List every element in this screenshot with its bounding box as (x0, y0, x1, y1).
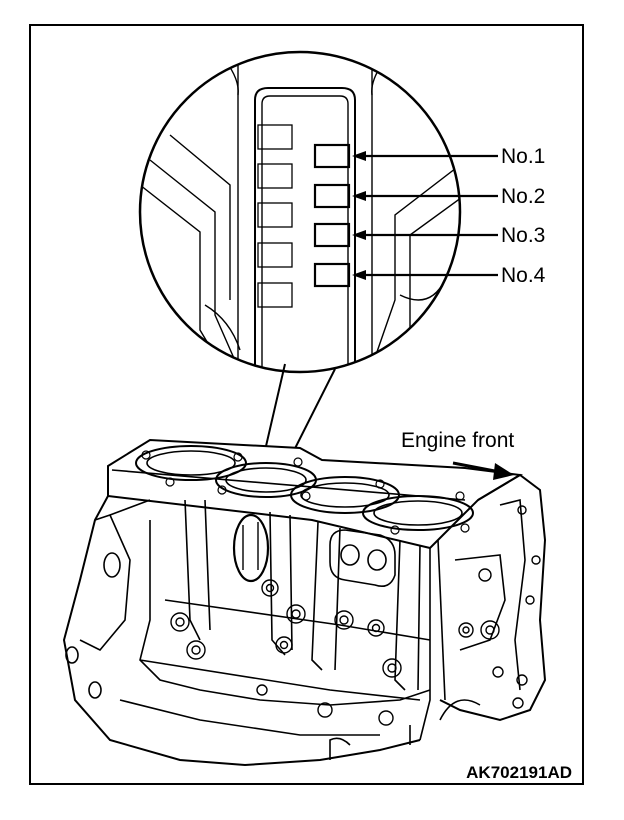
figure-code: AK702191AD (466, 763, 572, 782)
mark-box-no3 (313, 222, 351, 248)
engine-block (62, 438, 547, 767)
mark-box-no2 (313, 183, 351, 209)
mark-boxes-reference (257, 124, 293, 308)
figure-frame (29, 24, 584, 785)
label-no3: No.3 (501, 224, 546, 247)
cylinder-size-mark-boxes (313, 143, 351, 288)
mark-box-no4 (313, 262, 351, 288)
label-no1: No.1 (501, 145, 546, 168)
engine-front-arrow (452, 461, 514, 480)
label-engine-front: Engine front (401, 429, 515, 452)
magnified-detail (138, 50, 498, 503)
callout-arrows (352, 151, 498, 280)
mark-box-no1 (313, 143, 351, 169)
label-no2: No.2 (501, 185, 546, 208)
label-no4: No.4 (501, 264, 546, 287)
